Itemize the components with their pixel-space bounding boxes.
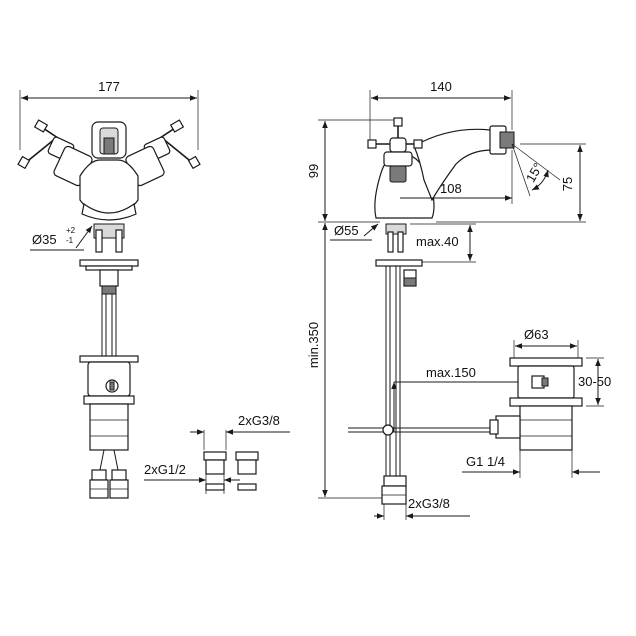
front-supply-hoses bbox=[89, 449, 129, 499]
dim-waste-adjust: 30-50 bbox=[578, 357, 611, 407]
dim-side-width: 140 bbox=[369, 79, 513, 140]
dim-rod-length-label: max.150 bbox=[426, 365, 476, 380]
pull-rod: max.150 bbox=[348, 365, 532, 436]
front-waste bbox=[79, 355, 139, 451]
dim-side-width-label: 140 bbox=[430, 79, 452, 94]
side-body bbox=[367, 117, 515, 219]
dim-adapter-top-label: 2xG3/8 bbox=[238, 413, 280, 428]
dim-side-height-label: 99 bbox=[306, 164, 321, 178]
dim-deck-thickness-label: max.40 bbox=[416, 234, 459, 249]
dim-supply-thread-label: 2xG3/8 bbox=[408, 496, 450, 511]
dim-waste-thread-label: G1 1/4 bbox=[466, 454, 505, 469]
side-view: 140 99 108 bbox=[306, 79, 611, 520]
dim-front-width: 177 bbox=[19, 79, 199, 150]
dim-spout-reach-label: 108 bbox=[440, 181, 462, 196]
dim-waste-thread: G1 1/4 bbox=[462, 450, 600, 478]
dim-adapter-top: 2xG3/8 bbox=[190, 413, 290, 450]
dim-spout-angle: 15° bbox=[511, 143, 561, 197]
dim-front-width-label: 177 bbox=[98, 79, 120, 94]
side-base: Ø55 bbox=[330, 223, 407, 253]
dim-adapter-bottom: 2xG1/2 bbox=[144, 462, 240, 494]
side-supply-fitting: 2xG3/8 bbox=[374, 475, 470, 520]
front-view: 177 bbox=[17, 79, 201, 499]
adapter-fittings: 2xG3/8 2xG1/2 bbox=[144, 413, 290, 494]
dim-spout-height: 75 bbox=[436, 143, 586, 223]
dim-side-height: 99 bbox=[306, 119, 400, 223]
side-stem bbox=[385, 266, 417, 488]
dim-front-base-tol-upper: +2 bbox=[66, 226, 76, 235]
dim-waste-adjust-label: 30-50 bbox=[578, 374, 611, 389]
dim-deck-thickness: max.40 bbox=[375, 223, 476, 267]
dim-waste-diameter-label: Ø63 bbox=[524, 327, 549, 342]
dim-spout-height-label: 75 bbox=[560, 177, 575, 191]
dim-side-base-label: Ø55 bbox=[334, 223, 359, 238]
front-body bbox=[79, 121, 139, 221]
dim-front-base: Ø35 +2 -1 bbox=[30, 225, 93, 251]
dim-adapter-bottom-label: 2xG1/2 bbox=[144, 462, 186, 477]
dim-min-length-label: min.350 bbox=[306, 322, 321, 368]
dim-spout-reach: 108 bbox=[400, 150, 513, 204]
front-shank bbox=[79, 223, 139, 356]
dim-front-base-label: Ø35 bbox=[32, 232, 57, 247]
dim-front-base-tol-lower: -1 bbox=[66, 236, 74, 245]
dim-min-length: min.350 bbox=[306, 223, 386, 499]
side-waste: Ø63 bbox=[489, 327, 583, 451]
